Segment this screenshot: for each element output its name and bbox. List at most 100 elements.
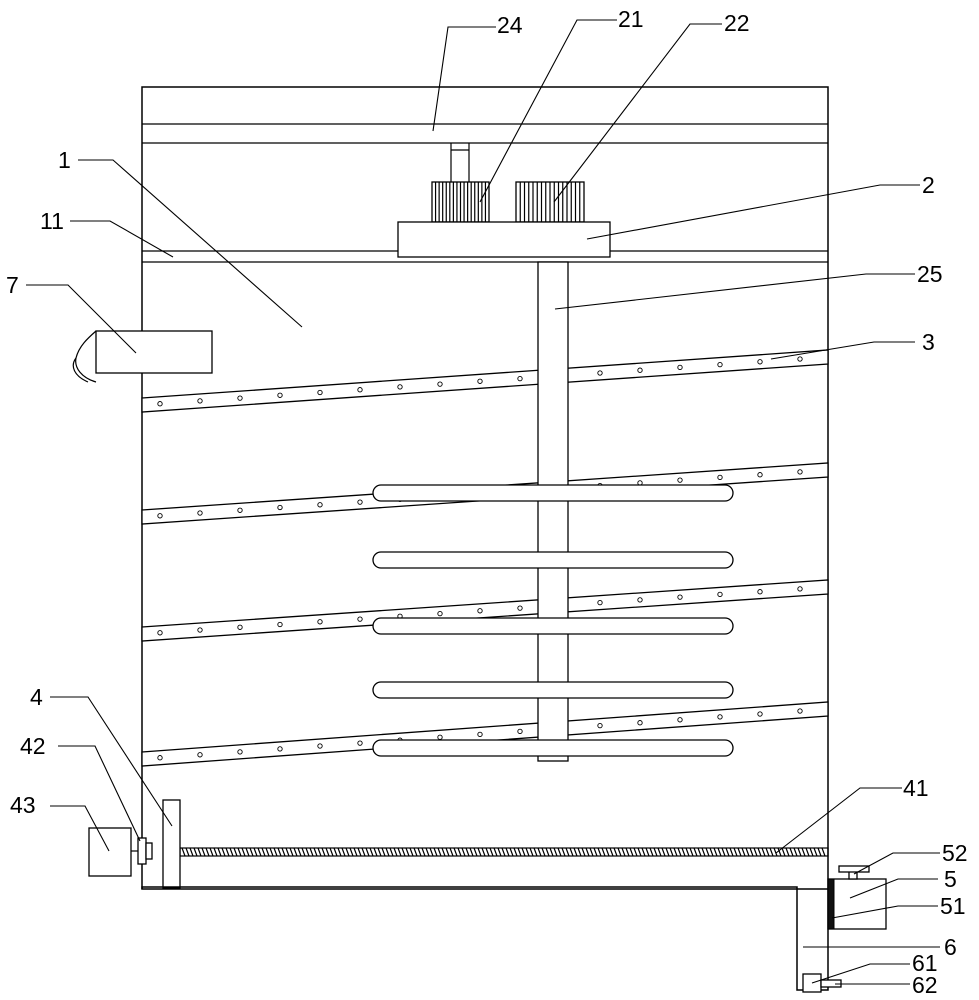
scraper-plate-4	[162, 799, 181, 889]
sieve-hole	[677, 594, 683, 600]
label-4: 4	[30, 684, 43, 710]
sieve-hole	[757, 589, 763, 595]
plate-body	[141, 701, 829, 767]
sieve-hole	[437, 734, 443, 740]
paddle-bar	[372, 551, 734, 569]
sieve-hole	[317, 743, 323, 749]
drive-motor-43	[88, 827, 138, 877]
knob-52	[838, 865, 870, 873]
label-43: 43	[10, 792, 36, 818]
sieve-hole	[277, 392, 283, 398]
sieve-hole	[277, 621, 283, 628]
screw-rod-41	[179, 847, 829, 857]
sieve-hole	[677, 477, 683, 483]
sieve-hole	[717, 474, 723, 481]
label-21: 21	[618, 6, 644, 32]
leader-lines	[26, 19, 940, 985]
outlet-chute-6	[141, 886, 829, 991]
sieve-hole	[357, 616, 363, 622]
label-2: 2	[922, 172, 935, 198]
label-3: 3	[922, 329, 935, 355]
sieve-hole	[157, 401, 163, 407]
sieve-hole	[317, 502, 323, 508]
sieve-hole	[637, 720, 643, 726]
sieve-hole	[757, 359, 763, 365]
sieve-hole	[237, 395, 243, 401]
inlet-pipe-7	[72, 330, 213, 383]
sieve-hole	[597, 370, 603, 376]
label-7: 7	[6, 272, 19, 298]
motor-22	[515, 181, 585, 223]
label-25: 25	[917, 261, 943, 287]
label-24: 24	[497, 12, 523, 38]
sieve-hole	[317, 619, 323, 625]
paddle-bar	[372, 617, 734, 635]
seal-strip-51	[827, 878, 835, 930]
sieve-hole	[277, 746, 283, 752]
sieve-hole	[797, 469, 803, 475]
label-42: 42	[20, 733, 46, 759]
sieve-hole	[637, 597, 643, 603]
paddle-bar	[372, 681, 734, 699]
sieve-hole	[197, 398, 203, 404]
sieve-hole	[477, 378, 483, 384]
sieve-hole	[357, 499, 363, 505]
sieve-plate	[141, 701, 829, 767]
label-41: 41	[903, 775, 929, 801]
sieve-hole	[597, 599, 603, 606]
stirring-shaft-25	[537, 261, 569, 762]
label-6: 6	[944, 934, 957, 960]
sieve-hole	[197, 627, 203, 633]
sieve-hole	[797, 356, 803, 362]
guide-rod	[450, 143, 470, 182]
sieve-hole	[157, 755, 163, 761]
sieve-hole	[397, 384, 403, 390]
label-5: 5	[944, 866, 957, 892]
sieve-hole	[317, 389, 323, 396]
sieve-hole	[437, 381, 443, 387]
label-22: 22	[724, 10, 750, 36]
sieve-hole	[517, 605, 523, 611]
sieve-hole	[277, 504, 283, 511]
housing-1	[141, 86, 829, 890]
label-61: 61	[912, 950, 938, 976]
sieve-hole	[637, 367, 643, 373]
sieve-hole	[437, 610, 443, 617]
sieve-hole	[237, 507, 243, 513]
coupling-42	[137, 837, 153, 865]
sieve-hole	[477, 731, 483, 738]
plate-body	[141, 349, 829, 413]
sieve-hole	[157, 630, 163, 636]
sieve-hole	[797, 708, 803, 714]
sieve-hole	[677, 364, 683, 371]
sieve-hole	[797, 586, 803, 592]
label-1: 1	[58, 147, 71, 173]
label-51: 51	[940, 893, 966, 919]
top-rail-24	[142, 123, 828, 144]
sieve-hole	[237, 749, 243, 755]
label-62: 62	[912, 972, 938, 998]
sieve-plate	[141, 349, 829, 413]
sieve-hole	[357, 387, 363, 393]
label-52: 52	[942, 840, 968, 866]
sieve-hole	[597, 722, 603, 729]
mounting-block-2	[397, 221, 611, 258]
sieve-hole	[237, 624, 243, 630]
stirring-paddles	[372, 484, 734, 757]
sieve-plate	[141, 579, 829, 642]
sieve-hole	[717, 714, 723, 720]
sieve-hole	[517, 728, 523, 735]
label-11: 11	[40, 208, 64, 234]
sieve-hole	[357, 740, 363, 746]
sieve-hole	[717, 361, 723, 368]
sieve-hole	[757, 711, 763, 717]
paddle-bar	[372, 739, 734, 757]
plate-body	[141, 579, 829, 642]
sieve-hole	[757, 472, 763, 478]
sieve-hole	[477, 608, 483, 614]
side-box-5	[827, 865, 887, 930]
sieve-hole	[517, 375, 523, 382]
sieve-hole	[717, 591, 723, 598]
